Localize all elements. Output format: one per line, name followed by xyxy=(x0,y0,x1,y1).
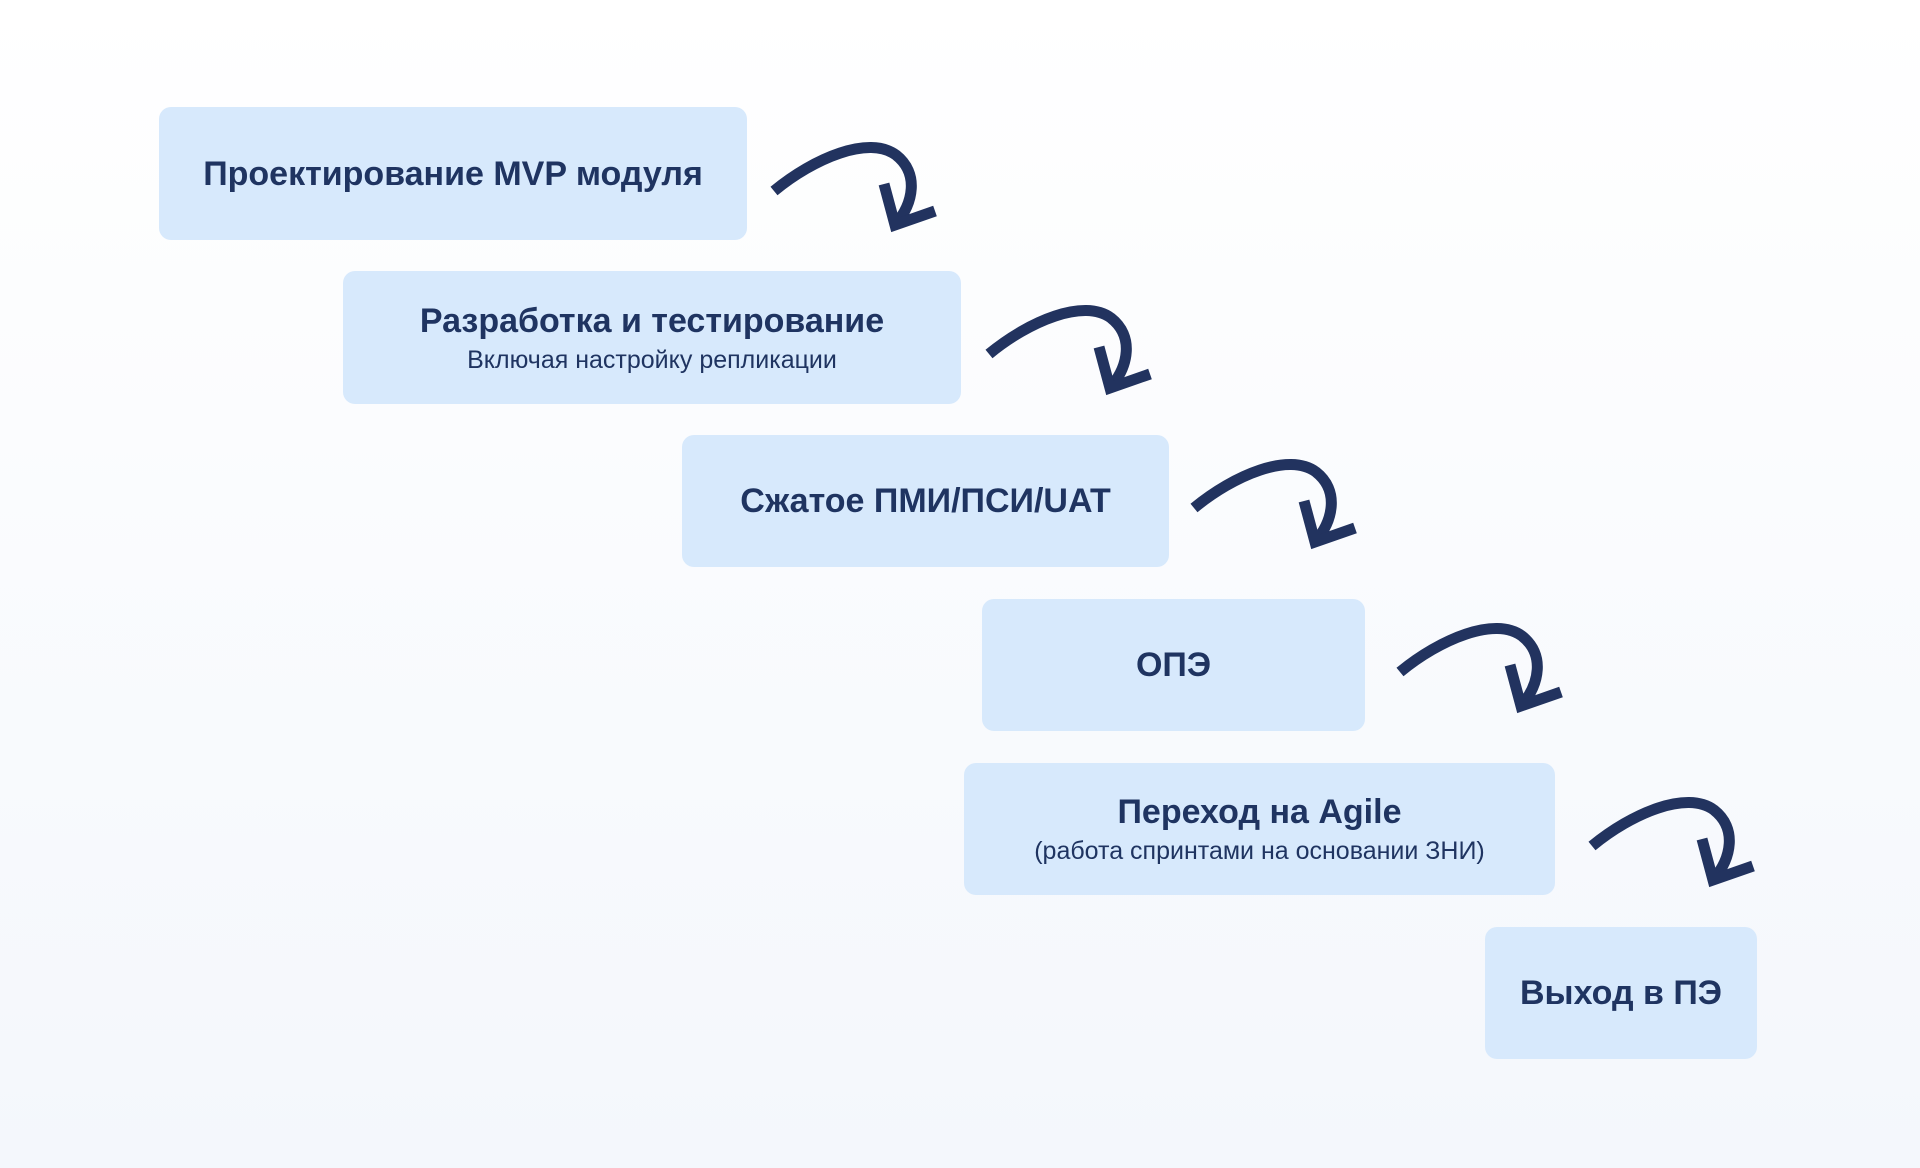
step-title: Переход на Agile xyxy=(1117,793,1402,831)
step-production: Выход в ПЭ xyxy=(1485,927,1757,1059)
step-title: Разработка и тестирование xyxy=(419,301,885,340)
curved-arrow-icon xyxy=(1396,623,1563,714)
step-subtitle: (работа спринтами на основании ЗНИ) xyxy=(1034,837,1485,865)
step-title: Выход в ПЭ xyxy=(1520,974,1722,1012)
step-title: ОПЭ xyxy=(1135,646,1212,684)
step-design-mvp: Проектирование MVP модуля xyxy=(159,107,747,240)
curved-arrow-icon xyxy=(1190,459,1357,550)
curved-arrow-icon xyxy=(770,142,937,233)
step-ope: ОПЭ xyxy=(982,599,1365,731)
curved-arrow-icon xyxy=(985,305,1152,396)
step-agile: Переход на Agile (работа спринтами на ос… xyxy=(964,763,1555,895)
step-testing: Сжатое ПМИ/ПСИ/UAT xyxy=(682,435,1169,567)
step-subtitle: Включая настройку репликации xyxy=(467,345,837,374)
curved-arrow-icon xyxy=(1588,797,1755,888)
step-title: Сжатое ПМИ/ПСИ/UAT xyxy=(740,482,1111,520)
step-title: Проектирование MVP модуля xyxy=(203,154,703,193)
step-development: Разработка и тестирование Включая настро… xyxy=(343,271,961,404)
